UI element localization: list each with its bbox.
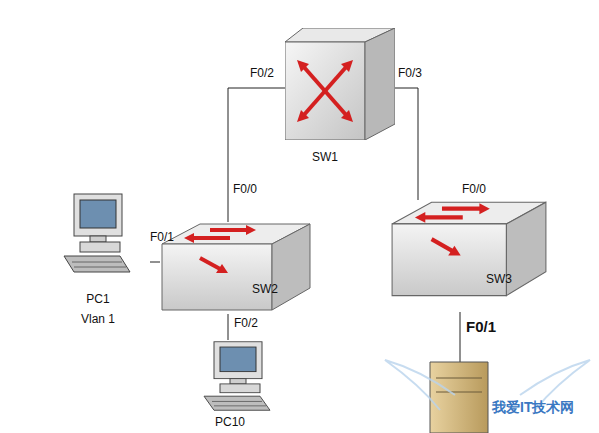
pc-host-icon xyxy=(200,340,276,412)
access-switch-icon xyxy=(160,222,312,314)
port-label: F0/1 xyxy=(466,318,496,336)
pc-host-icon xyxy=(60,192,136,274)
port-label: F0/2 xyxy=(234,316,258,330)
device-name: SW3 xyxy=(486,272,512,286)
device-name: SW1 xyxy=(312,150,338,164)
network-link xyxy=(228,88,285,222)
core-switch-icon xyxy=(285,28,395,140)
network-link xyxy=(228,314,229,340)
port-label: F0/0 xyxy=(233,182,257,196)
access-switch: SW3 xyxy=(390,200,548,312)
pc-host: PC1Vlan 1 xyxy=(50,192,150,330)
network-link xyxy=(150,262,160,263)
core-switch: SW1 xyxy=(285,28,395,170)
pc-host: PC10 xyxy=(200,340,280,433)
server-icon xyxy=(430,362,488,433)
port-label: F0/0 xyxy=(462,182,486,196)
vlan-label: Vlan 1 xyxy=(81,312,115,326)
port-label: F0/1 xyxy=(150,230,174,244)
access-switch-icon xyxy=(390,200,548,300)
port-label: F0/2 xyxy=(250,66,274,80)
device-name: PC1 xyxy=(86,292,109,306)
watermark: 我爱IT技术网 xyxy=(492,398,574,416)
server-link xyxy=(460,312,461,362)
access-switch: SW2 xyxy=(160,222,312,314)
network-link xyxy=(395,88,418,200)
port-label: F0/3 xyxy=(398,66,422,80)
device-name: PC10 xyxy=(215,415,245,429)
device-name: SW2 xyxy=(252,282,278,296)
